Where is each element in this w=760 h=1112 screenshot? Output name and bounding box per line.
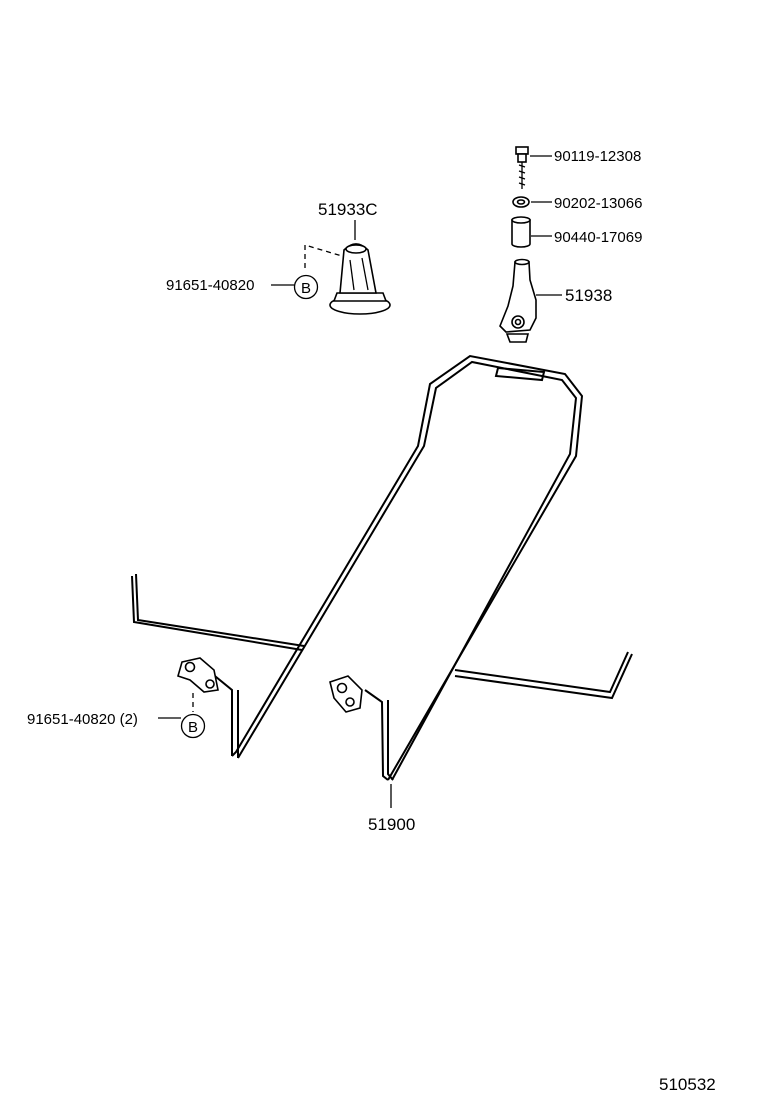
label-washer: 90202-13066 bbox=[554, 195, 642, 212]
label-clamp: 51938 bbox=[565, 286, 612, 305]
bolt-part bbox=[515, 146, 529, 189]
collar-part bbox=[511, 216, 531, 248]
bracket-left bbox=[177, 657, 219, 693]
label-collar: 90440-17069 bbox=[554, 229, 642, 246]
bracket-right bbox=[329, 675, 363, 713]
callout-b-top: B bbox=[293, 274, 319, 300]
callout-b-bottom-letter: B bbox=[188, 719, 198, 736]
callout-b-bottom: B bbox=[180, 713, 206, 739]
callout-b-top-letter: B bbox=[301, 280, 311, 297]
figure-number: 510532 bbox=[659, 1075, 716, 1094]
label-bolt: 90119-12308 bbox=[554, 148, 641, 165]
clamp-part bbox=[499, 258, 537, 343]
washer-part bbox=[512, 196, 530, 208]
label-clip-bottom: 91651-40820 (2) bbox=[27, 711, 138, 728]
label-holder: 51900 bbox=[368, 815, 415, 834]
label-stopper: 51933C bbox=[318, 200, 378, 219]
dashed-leader-clip bbox=[304, 244, 343, 268]
label-clip-top: 91651-40820 bbox=[166, 277, 254, 294]
stopper-part bbox=[329, 243, 391, 315]
holder-frame bbox=[131, 354, 633, 781]
